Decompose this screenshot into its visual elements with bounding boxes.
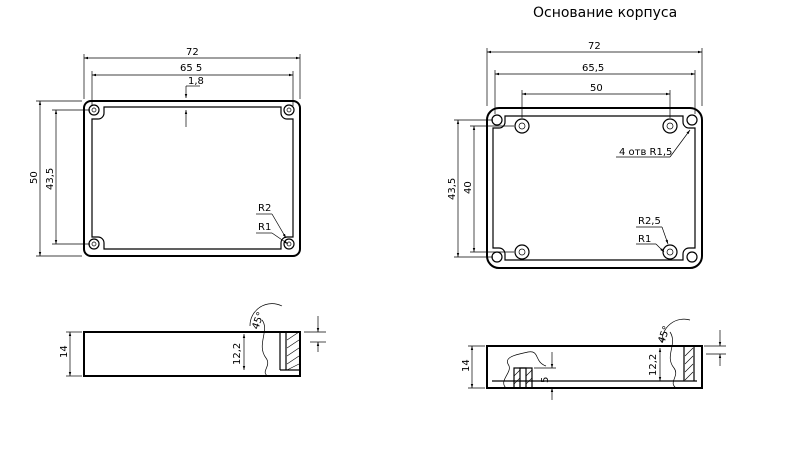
- dim-radius-boss: R2,5: [638, 216, 661, 227]
- left-side-view: 14 12,2 45°: [59, 303, 326, 377]
- boss-section: [513, 367, 533, 389]
- inner-outline: [91, 106, 294, 250]
- right-side-hatch: [684, 347, 694, 381]
- side-dim-boss-height: 5: [540, 377, 551, 383]
- side-dim-angle: 45°: [656, 325, 672, 345]
- dim-wall: 1,8: [188, 76, 204, 87]
- corner-hole-tl: [88, 104, 100, 116]
- side-dim-height: 14: [59, 345, 70, 358]
- mount-hole-tl: [514, 118, 530, 134]
- side-outline: [486, 345, 703, 389]
- side-dim-inner-height: 12,2: [232, 343, 243, 365]
- left-side-hatch: [286, 331, 300, 371]
- corner-hole-bl: [88, 238, 100, 250]
- outer-outline: [83, 100, 301, 257]
- outer-outline: [486, 107, 703, 269]
- corner-hole-tr: [283, 104, 295, 116]
- side-outline: [83, 331, 301, 377]
- dim-overall-width: 72: [186, 47, 199, 58]
- corner-hole-br: [283, 238, 295, 250]
- left-top-view: 72 65 5 1,8 50 43,5 R2 R1: [29, 47, 301, 257]
- dim-overall-width: 72: [588, 41, 601, 52]
- holes-note: 4 отв R1,5: [619, 147, 672, 158]
- dim-radius-outer: R2: [258, 203, 271, 214]
- mount-hole-bl: [514, 244, 530, 260]
- side-dim-inner-height: 12,2: [648, 354, 659, 376]
- dim-inner-height: 43,5: [45, 168, 56, 190]
- mount-hole-tr: [662, 118, 678, 134]
- dim-inner-width: 65 5: [180, 63, 202, 74]
- mount-hole-br: [662, 244, 678, 260]
- dim-hole-spacing-y: 40: [463, 181, 474, 194]
- drawing-title: Основание корпуса: [533, 5, 677, 21]
- inner-outline: [492, 115, 696, 261]
- dim-hole-spacing-x: 50: [590, 83, 603, 94]
- dim-radius-inner: R1: [638, 234, 651, 245]
- right-side-view: 5 14 12,2 45°: [461, 318, 726, 400]
- right-top-view: 72 65,5 50 43,5 40 4 отв R1,5 R2,5 R1: [447, 41, 703, 269]
- dim-inner-height: 43,5: [447, 178, 458, 200]
- dim-overall-height: 50: [29, 171, 40, 184]
- side-dim-height: 14: [461, 359, 472, 372]
- dim-radius-inner: R1: [258, 222, 271, 233]
- dim-inner-width: 65,5: [582, 63, 604, 74]
